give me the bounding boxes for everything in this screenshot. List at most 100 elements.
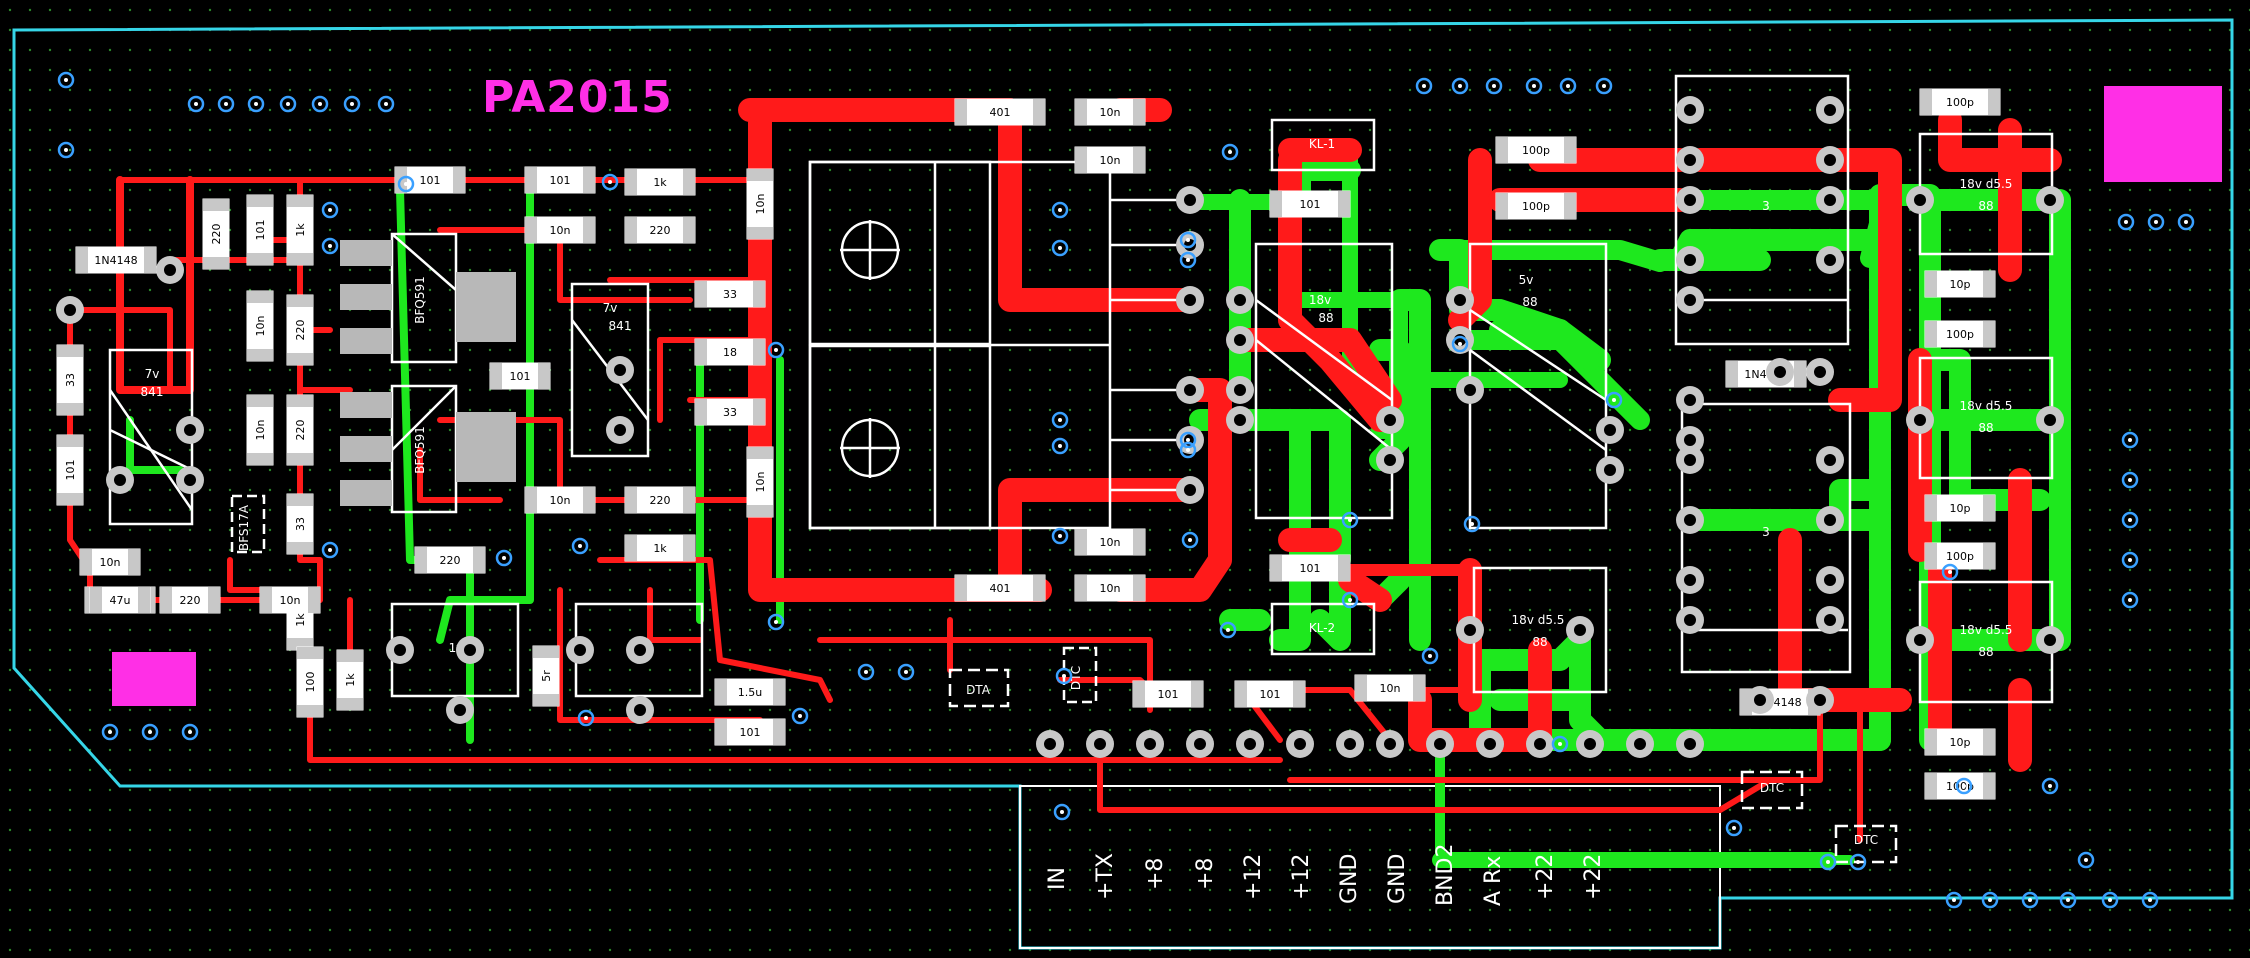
component-label: BFS17A (237, 504, 251, 551)
via (321, 201, 339, 219)
part-label: 5r (540, 670, 553, 682)
th-pad (1476, 730, 1504, 758)
component-label: 88 (1532, 635, 1547, 649)
th-pad (566, 636, 594, 664)
component-label: 7v (603, 301, 618, 315)
smd-part-c-100p: 100p (1495, 192, 1577, 220)
via (2121, 431, 2139, 449)
th-pad (1426, 730, 1454, 758)
via (1559, 77, 1577, 95)
smd-part-r-10n: 10n (1074, 574, 1146, 602)
via (791, 707, 809, 725)
connector-pin-labels: IN +TX +8 +8 +12 +12 GND GND BND2 A Rx +… (1045, 844, 1606, 907)
smd-part-r-220: 220 (286, 394, 314, 466)
th-pad (1676, 386, 1704, 414)
pin-label-arx: A Rx (1481, 856, 1506, 906)
th-pad (106, 466, 134, 494)
th-pad (1596, 416, 1624, 444)
th-pad (1816, 96, 1844, 124)
part-label: 101 (254, 220, 267, 241)
via (2121, 511, 2139, 529)
smd-part-r-401: 401 (954, 98, 1046, 126)
part-label: 33 (723, 288, 737, 301)
th-pad (1176, 286, 1204, 314)
part-label: 101 (510, 370, 531, 383)
via (377, 95, 395, 113)
part-label: 401 (990, 582, 1011, 595)
via (767, 341, 785, 359)
component-label: 88 (1978, 645, 1993, 659)
th-pad (1746, 686, 1774, 714)
component-label: BFQ591 (413, 426, 427, 473)
smd-part-r-1k: 1k (624, 168, 696, 196)
component-label: 18v d5.5 (1512, 613, 1565, 627)
th-pad (1816, 446, 1844, 474)
via (1179, 431, 1197, 449)
th-pad (1676, 96, 1704, 124)
component-label: 841 (141, 385, 164, 399)
part-label: 1k (653, 176, 667, 189)
th-pad (1186, 730, 1214, 758)
via (1179, 441, 1197, 459)
th-pad (1176, 186, 1204, 214)
smd-part-r-5r: 5r (532, 645, 560, 707)
part-label: 101 (1260, 688, 1281, 701)
smd-part-d-1n4148: 1N4148 (75, 246, 157, 274)
th-pad (626, 696, 654, 724)
th-pad (1816, 246, 1844, 274)
smd-part-r-220: 220 (286, 294, 314, 366)
smd-part-r-101: 101 (1269, 554, 1351, 582)
part-label: 10n (254, 315, 267, 336)
via (57, 141, 75, 159)
smd-part-r-101: 101 (1269, 190, 1351, 218)
via (2121, 551, 2139, 569)
via (2101, 891, 2119, 909)
via (1551, 735, 1569, 753)
smd-part-r-101: 101 (489, 362, 551, 390)
component-label: KL-2 (1309, 621, 1335, 635)
pin-label-bnd2: BND2 (1433, 844, 1458, 907)
part-label: 33 (64, 373, 77, 387)
part-label: 1N4148 (94, 254, 137, 267)
component-label: 7v (145, 367, 160, 381)
th-pad (176, 466, 204, 494)
via (321, 237, 339, 255)
th-pad (1676, 730, 1704, 758)
part-label: 220 (650, 494, 671, 507)
part-label: 220 (440, 554, 461, 567)
via (2077, 851, 2095, 869)
smd-part-r-10n: 10n (1074, 528, 1146, 556)
part-label: 10p (1950, 502, 1971, 515)
via (601, 173, 619, 191)
th-pad (1336, 730, 1364, 758)
part-label: 1k (344, 673, 357, 687)
pin-label-gnd-b: GND (1385, 854, 1410, 904)
component-label: DTC (1760, 781, 1784, 795)
smd-part-r-100: 100 (296, 646, 324, 718)
smd-part-r-47u: 47u (89, 586, 151, 614)
smd-part-r-101: 101 (394, 166, 466, 194)
th-pad (2036, 406, 2064, 434)
th-pad (1576, 730, 1604, 758)
th-pad (1526, 730, 1554, 758)
part-label: 101 (1300, 198, 1321, 211)
smd-part-r-220: 220 (159, 586, 221, 614)
smd-part-r-10n: 10n (259, 586, 321, 614)
th-pad (1806, 358, 1834, 386)
th-pad (2036, 186, 2064, 214)
smd-part-r-10n: 10n (246, 394, 274, 466)
board-title: PA2015 (482, 72, 673, 123)
part-label: 33 (723, 406, 737, 419)
smd-part-d-1n4148: 1N4148 (1725, 360, 1807, 388)
via (1053, 803, 1071, 821)
th-pad (386, 636, 414, 664)
component-label: 3 (1762, 525, 1770, 539)
smd-part-r-33: 33 (694, 280, 766, 308)
via (2021, 891, 2039, 909)
part-label: 220 (294, 420, 307, 441)
transistor-bodies (340, 240, 516, 506)
part-label: 100 (304, 672, 317, 693)
smd-part-r-10n: 10n (1074, 98, 1146, 126)
smd-part-c-100p: 100p (1495, 136, 1577, 164)
